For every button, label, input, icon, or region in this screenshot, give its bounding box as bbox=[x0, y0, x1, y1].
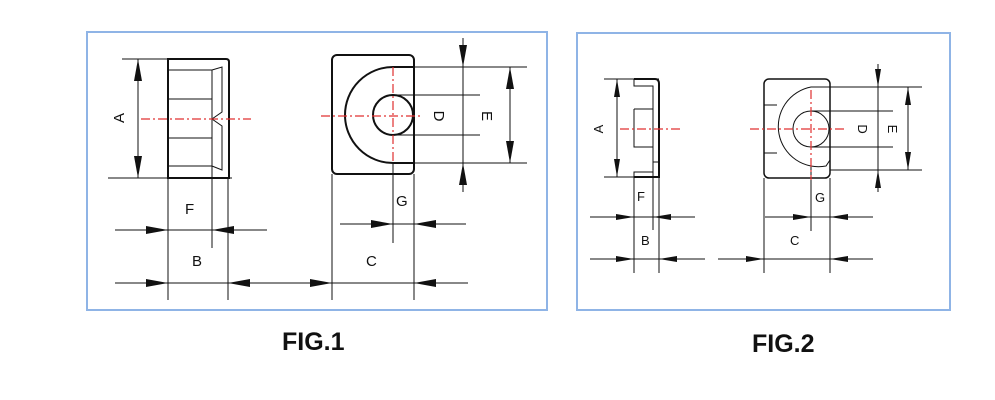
dim-label-a: A bbox=[111, 113, 128, 123]
arrowhead bbox=[146, 279, 168, 287]
arrowhead bbox=[414, 279, 436, 287]
arrowhead bbox=[506, 141, 514, 163]
figure-1-caption: FIG.1 bbox=[282, 328, 345, 356]
dim-label-f: F bbox=[185, 201, 194, 218]
arrowhead bbox=[212, 226, 234, 234]
arrowhead bbox=[905, 87, 911, 105]
dim-label-b: B bbox=[192, 253, 202, 270]
figure-1-frame bbox=[86, 31, 548, 311]
dim-label-c: C bbox=[366, 253, 377, 270]
arrowhead bbox=[146, 226, 168, 234]
arrowhead bbox=[653, 214, 671, 220]
arrowhead bbox=[659, 256, 677, 262]
dimension-arrows bbox=[134, 45, 911, 287]
arrowhead bbox=[228, 279, 250, 287]
arrowhead bbox=[875, 170, 881, 188]
dim-label-d: D bbox=[430, 111, 447, 122]
figure-2-frame bbox=[576, 32, 951, 311]
dim-label-c: C bbox=[790, 233, 799, 248]
dim-label-e: E bbox=[478, 111, 495, 121]
fig1-front-view bbox=[321, 38, 527, 243]
arrowhead bbox=[746, 256, 764, 262]
arrowhead bbox=[506, 67, 514, 89]
arrowhead bbox=[830, 256, 848, 262]
arrowhead bbox=[616, 214, 634, 220]
arrowhead bbox=[616, 256, 634, 262]
dim-label-e: E bbox=[885, 125, 900, 134]
figure-2-caption: FIG.2 bbox=[752, 330, 815, 358]
fig2-front-view bbox=[718, 64, 922, 273]
arrowhead bbox=[310, 279, 332, 287]
dim-label-g: G bbox=[815, 190, 825, 205]
arrowhead bbox=[371, 220, 393, 228]
figure-1: A F B G C D E bbox=[86, 31, 548, 311]
arrowhead bbox=[875, 69, 881, 87]
arrowhead bbox=[459, 45, 467, 67]
dim-label-b: B bbox=[641, 233, 650, 248]
fig1-side-view bbox=[108, 58, 468, 300]
arrowhead bbox=[134, 156, 142, 178]
dim-label-d: D bbox=[855, 124, 870, 133]
arrowhead bbox=[830, 214, 848, 220]
arrowhead bbox=[614, 159, 620, 177]
figure-2: A F B G C D E bbox=[576, 32, 951, 311]
arrowhead bbox=[793, 214, 811, 220]
arrowhead bbox=[905, 152, 911, 170]
fig2-side-view bbox=[590, 78, 705, 273]
arrowhead bbox=[414, 220, 436, 228]
dim-label-a: A bbox=[591, 124, 606, 133]
dim-label-f: F bbox=[637, 189, 645, 204]
arrowhead bbox=[134, 59, 142, 81]
dim-label-g: G bbox=[396, 193, 408, 210]
arrowhead bbox=[614, 79, 620, 97]
arrowhead bbox=[459, 163, 467, 185]
